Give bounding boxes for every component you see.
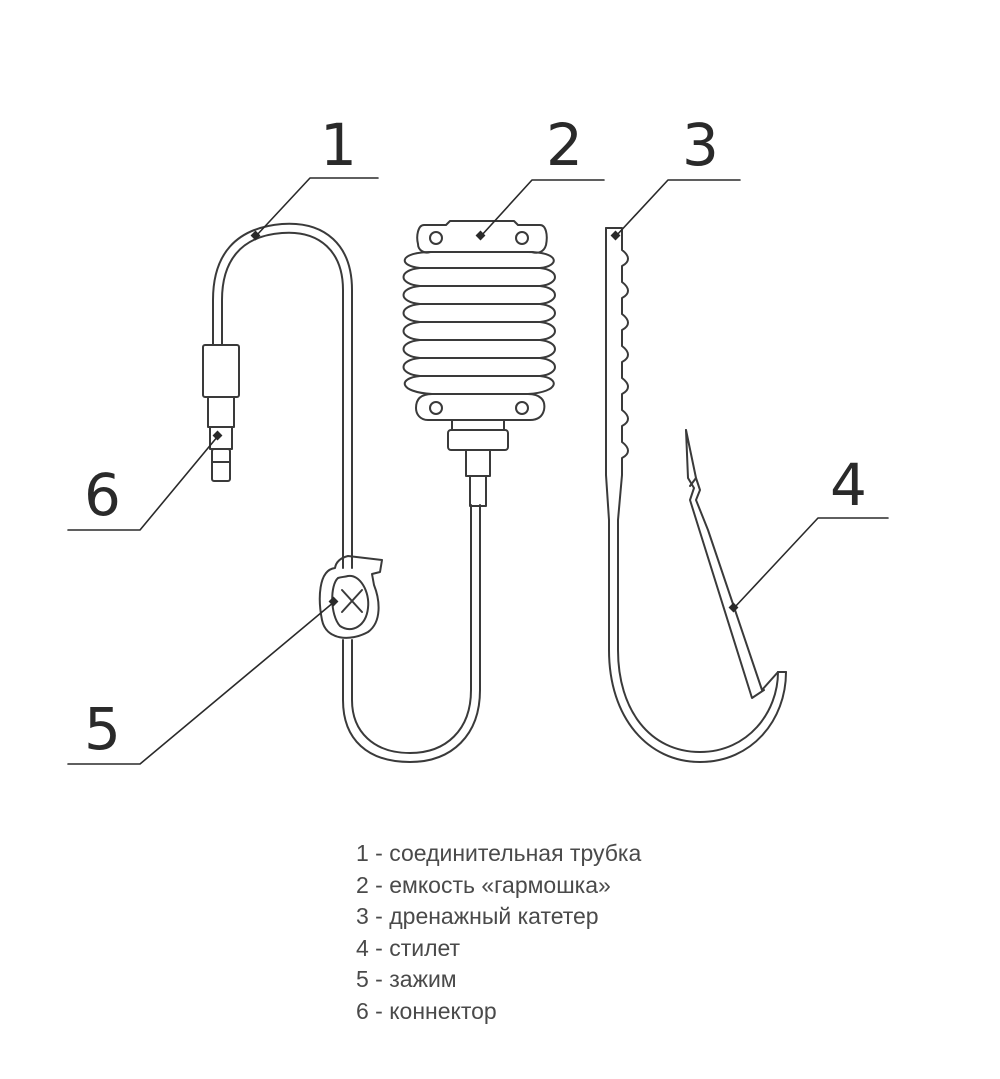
- bellows-container: [402, 220, 556, 507]
- leader-lines: [67, 177, 889, 765]
- connecting-tube: [212, 222, 481, 763]
- legend-item: 2 - емкость «гармошка»: [356, 871, 611, 898]
- legend-item: 6 - коннектор: [356, 997, 497, 1024]
- leader-line-6: [67, 435, 219, 531]
- legend-item: 5 - зажим: [356, 966, 457, 993]
- clamp: [318, 555, 383, 639]
- legend: 1 - соединительная трубка 2 - емкость «г…: [356, 838, 776, 1028]
- stylet: [685, 429, 779, 699]
- callout-6: 6: [84, 461, 121, 529]
- drainage-kit-diagram: [67, 177, 889, 765]
- callout-5: 5: [84, 695, 121, 763]
- callout-3: 3: [682, 111, 719, 179]
- legend-item: 1 - соединительная трубка: [356, 840, 642, 866]
- leader-line-4: [733, 517, 889, 609]
- leader-dots: [212, 230, 739, 613]
- connector: [202, 344, 240, 482]
- legend-item: 4 - стилет: [356, 934, 461, 961]
- drainage-catheter: [605, 227, 787, 763]
- callout-1: 1: [320, 111, 357, 179]
- legend-item: 3 - дренажный катетер: [356, 903, 599, 930]
- leader-line-1: [255, 177, 379, 237]
- leader-line-3: [615, 179, 741, 237]
- leader-line-2: [480, 179, 605, 237]
- leader-line-5: [67, 601, 335, 765]
- callout-2: 2: [546, 111, 583, 179]
- callout-4: 4: [830, 451, 867, 519]
